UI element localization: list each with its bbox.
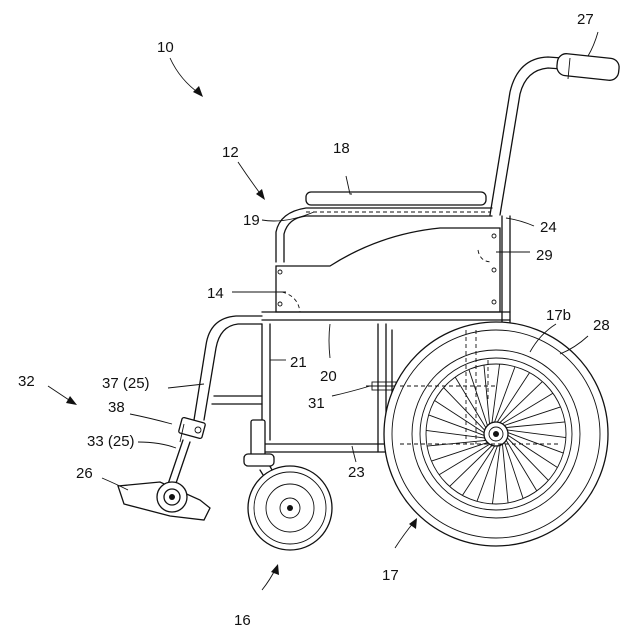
label-28: 28 — [593, 317, 610, 334]
label-14: 14 — [207, 285, 224, 302]
label-38: 38 — [108, 399, 125, 416]
drive-wheel-17 — [384, 322, 608, 546]
label-21: 21 — [290, 354, 307, 371]
lower-frame-23 — [262, 324, 392, 452]
label-17: 17 — [382, 567, 399, 584]
back-post — [490, 57, 562, 215]
front-brace — [212, 396, 262, 404]
label-20: 20 — [320, 368, 337, 385]
label-31: 31 — [308, 395, 325, 412]
label-37: 37 (25) — [102, 375, 150, 392]
side-panel — [276, 228, 500, 312]
label-12: 12 — [222, 144, 239, 161]
label-32: 32 — [18, 373, 35, 390]
label-33: 33 (25) — [87, 433, 135, 450]
footplate-26 — [118, 482, 210, 520]
label-26: 26 — [76, 465, 93, 482]
label-23: 23 — [348, 464, 365, 481]
label-10: 10 — [157, 39, 174, 56]
label-29: 29 — [536, 247, 553, 264]
seat-cushion-18 — [306, 192, 486, 205]
label-16: 16 — [234, 612, 251, 629]
grip-handle-27 — [556, 53, 620, 81]
caster-wheel-16 — [248, 466, 332, 550]
leg-rest-clamp-38 — [178, 417, 205, 442]
label-19: 19 — [243, 212, 260, 229]
label-17b: 17b — [546, 307, 571, 324]
label-27: 27 — [577, 11, 594, 28]
label-18: 18 — [333, 140, 350, 157]
label-24: 24 — [540, 219, 557, 236]
